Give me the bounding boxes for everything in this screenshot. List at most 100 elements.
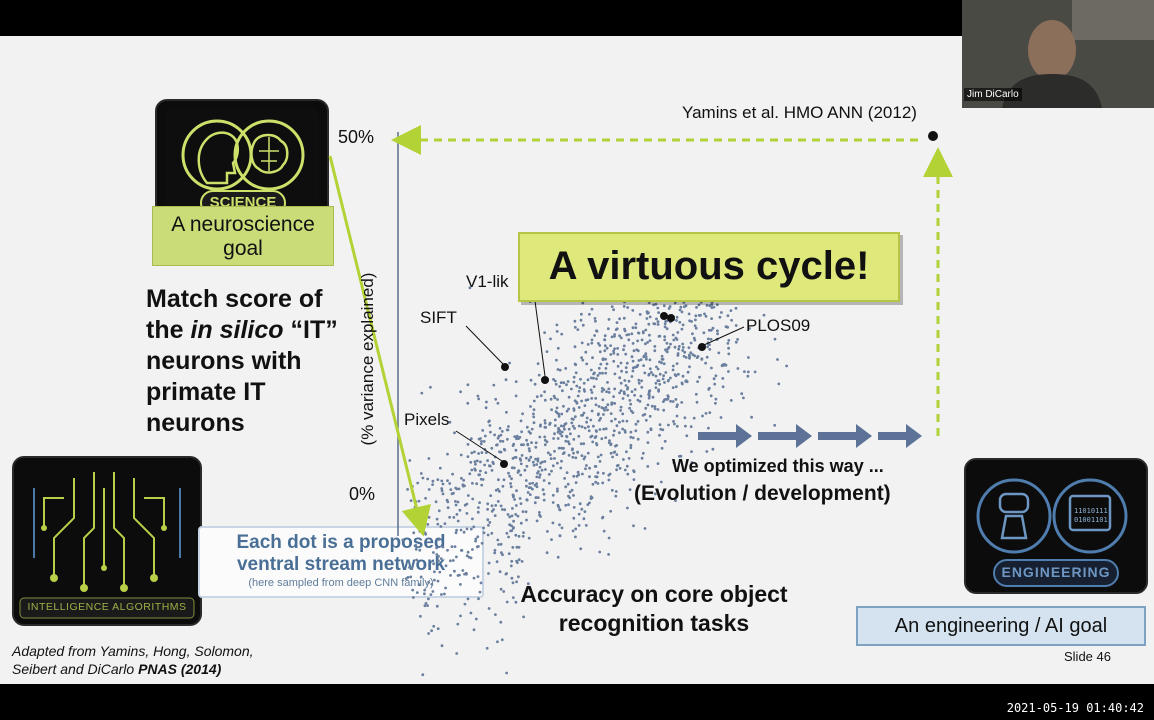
scatter-point: [467, 555, 471, 559]
scatter-point: [691, 332, 694, 336]
scatter-point: [440, 593, 443, 596]
scatter-point: [658, 382, 662, 386]
scatter-point: [567, 453, 571, 457]
scatter-point: [613, 387, 617, 391]
scatter-point: [659, 427, 663, 431]
scatter-point: [559, 381, 563, 385]
scatter-point: [684, 356, 688, 359]
scatter-point: [711, 326, 715, 330]
scatter-point: [762, 313, 766, 317]
scatter-point: [557, 415, 561, 418]
scatter-point: [427, 457, 431, 460]
scatter-point: [621, 412, 625, 416]
scatter-point: [574, 535, 577, 539]
scatter-point: [477, 597, 480, 601]
scatter-point: [501, 439, 505, 443]
scatter-point: [459, 390, 462, 394]
scatter-point: [647, 391, 651, 395]
scatter-point: [553, 432, 556, 436]
scatter-point: [601, 398, 605, 402]
scatter-point: [486, 459, 489, 462]
scatter-point: [432, 624, 436, 628]
scatter-point: [570, 387, 573, 391]
process-arrow-4: [878, 424, 922, 448]
scatter-point: [497, 543, 500, 546]
scatter-point: [577, 406, 581, 409]
scatter-point: [680, 310, 684, 314]
scatter-point: [650, 404, 654, 408]
scatter-point: [567, 427, 571, 431]
scatter-point: [526, 443, 530, 447]
scatter-point: [681, 374, 685, 378]
scatter-point: [590, 341, 594, 345]
scatter-point: [424, 496, 427, 500]
scatter-point: [595, 442, 598, 445]
scatter-point: [612, 349, 615, 353]
scatter-point: [580, 414, 583, 417]
scatter-point: [644, 342, 647, 346]
scatter-point: [507, 471, 510, 475]
webcam-video-tile[interactable]: Jim DiCarlo: [962, 0, 1154, 108]
scatter-point: [545, 551, 549, 555]
scatter-point: [581, 472, 584, 476]
scatter-point: [598, 344, 602, 347]
scatter-point: [511, 596, 515, 599]
scatter-point: [564, 367, 568, 370]
scatter-point: [746, 370, 750, 374]
scatter-point: [455, 555, 458, 559]
scatter-point: [540, 468, 544, 472]
scatter-point: [611, 455, 614, 459]
scatter-point: [438, 466, 442, 470]
scatter-point: [564, 503, 568, 507]
scatter-point: [549, 457, 553, 460]
scatter-point: [628, 399, 632, 402]
scatter-point: [709, 328, 713, 332]
scatter-point: [420, 391, 424, 395]
scatter-point: [692, 416, 696, 420]
scatter-point: [519, 419, 523, 423]
scatter-point: [441, 492, 445, 496]
scatter-point: [672, 338, 676, 342]
scatter-point: [645, 317, 649, 320]
scatter-point: [616, 364, 620, 368]
scatter-point: [439, 525, 443, 528]
scatter-point: [691, 353, 695, 356]
point-pixels: [500, 460, 508, 468]
scatter-point: [582, 411, 586, 415]
scatter-point: [510, 576, 514, 580]
scatter-point: [517, 545, 521, 549]
scatter-point: [479, 442, 483, 446]
scatter-point: [589, 435, 593, 439]
scatter-point: [512, 519, 515, 523]
scatter-point: [667, 423, 670, 427]
scatter-point: [429, 593, 433, 596]
scatter-point: [565, 434, 568, 438]
scatter-point: [672, 461, 676, 464]
scatter-point: [612, 429, 616, 433]
scatter-point: [448, 420, 452, 424]
scatter-point: [606, 381, 609, 384]
scatter-point: [422, 523, 426, 527]
scatter-point: [623, 430, 627, 434]
scatter-point: [552, 437, 555, 440]
scatter-point: [583, 455, 587, 459]
scatter-point: [499, 587, 503, 591]
dot-caption-line1: Each dot is a proposed: [236, 532, 446, 553]
scatter-point: [626, 386, 630, 390]
scatter-point: [459, 453, 463, 457]
scatter-point: [663, 439, 667, 443]
scatter-point: [490, 531, 494, 535]
scatter-point: [508, 474, 511, 478]
scatter-point: [515, 434, 519, 438]
scatter-point: [469, 527, 473, 531]
scatter-point: [666, 394, 670, 397]
scatter-point: [476, 394, 480, 398]
scatter-point: [480, 483, 484, 487]
scatter-point: [646, 465, 650, 468]
scatter-point: [689, 341, 693, 345]
scatter-point: [582, 517, 586, 521]
scatter-point: [785, 364, 788, 368]
scatter-point: [543, 435, 547, 439]
scatter-point: [607, 473, 611, 477]
scatter-point: [701, 414, 704, 418]
